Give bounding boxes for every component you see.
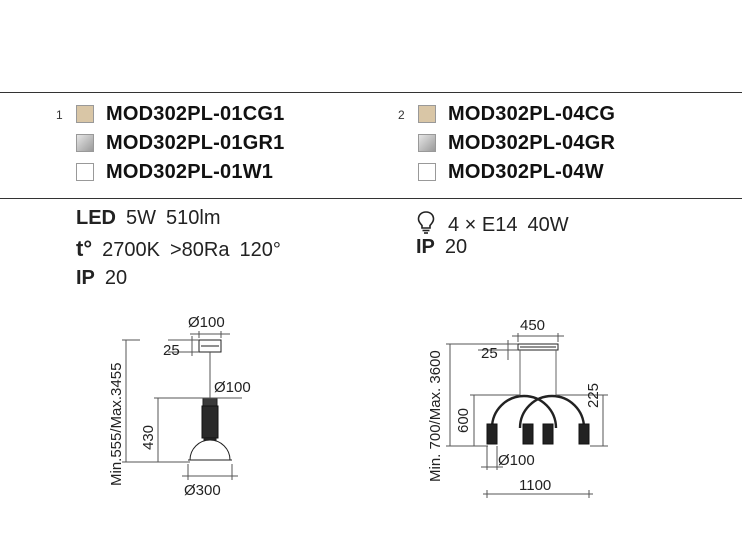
dim-fixture-height-2: 600 [455, 408, 472, 433]
ip-label: IP [416, 236, 435, 258]
dim-height-range-1: Min.555/Max.3455 [108, 363, 125, 486]
spec-ip-row: IP 20 [76, 267, 137, 290]
drawing-four-head-pendant [446, 333, 608, 498]
cri-value: >80Ra [169, 239, 230, 261]
temp-label: t° [76, 236, 93, 261]
variant-item: MOD302PL-01GR1 [76, 130, 284, 156]
finish-swatch-champagne [76, 105, 94, 123]
power-value: 5W [126, 207, 156, 229]
variant-code: MOD302PL-04GR [448, 131, 616, 154]
dim-body-dia-1: Ø100 [214, 379, 251, 396]
variant-code: MOD302PL-01CG1 [106, 102, 285, 125]
finish-swatch-white [76, 163, 94, 181]
spec-ip-row: IP 20 [416, 236, 477, 259]
bulbs-value: 4 × E14 [448, 214, 518, 236]
lumens-value: 510lm [166, 207, 221, 229]
finish-swatch-grey [418, 134, 436, 152]
dim-head-dia-2: Ø100 [498, 452, 535, 469]
finish-swatch-champagne [418, 105, 436, 123]
beam-value: 120° [239, 239, 281, 261]
color-temp-value: 2700K [102, 239, 160, 261]
spec-temp-row: t° 2700K >80Ra 120° [76, 236, 291, 262]
variant-item: MOD302PL-04GR [418, 130, 615, 156]
dim-fixture-height-1: 430 [140, 425, 157, 450]
dim-canopy-height-1: 25 [163, 342, 180, 359]
variant-item: MOD302PL-04W [418, 159, 604, 185]
ip-value: 20 [444, 236, 468, 258]
lightbulb-icon [417, 211, 435, 234]
variant-item: MOD302PL-01CG1 [76, 101, 284, 127]
dim-arc-height-2: 225 [585, 383, 602, 408]
wattage-value: 40W [527, 214, 569, 236]
dim-height-range-2: Min. 700/Max. 3600 [427, 350, 444, 482]
dim-canopy-height-2: 25 [481, 345, 498, 362]
variant-code: MOD302PL-01W1 [106, 160, 274, 183]
dim-total-width-2: 1100 [519, 477, 551, 494]
variant-item: MOD302PL-04CG [418, 101, 615, 127]
dim-shade-dia-1: Ø300 [184, 482, 221, 499]
finish-swatch-grey [76, 134, 94, 152]
variant-item: MOD302PL-01W1 [76, 159, 273, 185]
dim-canopy-dia-1: Ø100 [188, 314, 225, 331]
led-label: LED [76, 207, 116, 229]
dim-canopy-width-2: 450 [520, 317, 545, 334]
variant-index-1: 1 [56, 108, 63, 122]
variant-code: MOD302PL-04W [448, 160, 604, 183]
ip-label: IP [76, 267, 95, 289]
middle-rule [0, 198, 742, 199]
variant-index-2: 2 [398, 108, 405, 122]
variant-code: MOD302PL-01GR1 [106, 131, 285, 154]
spec-led-row: LED 5W 510lm [76, 207, 230, 230]
variant-code: MOD302PL-04CG [448, 102, 616, 125]
ip-value: 20 [104, 267, 128, 289]
finish-swatch-white [418, 163, 436, 181]
top-rule [0, 92, 742, 93]
spec-bulb-row: 4 × E14 40W [416, 207, 579, 237]
drawing-single-pendant [122, 331, 242, 480]
